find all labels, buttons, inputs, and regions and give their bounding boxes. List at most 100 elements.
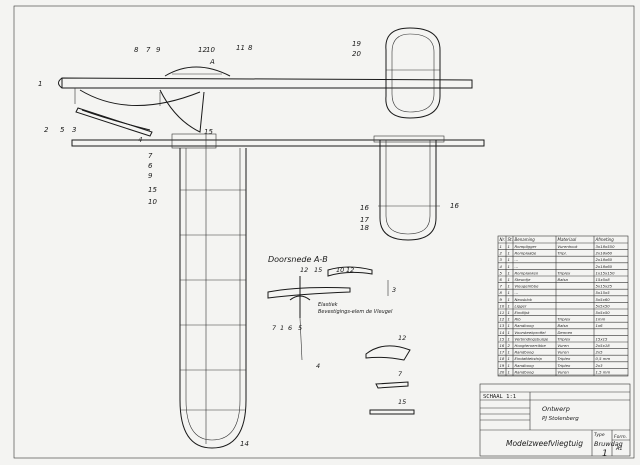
table-cell: 1 [508,297,510,302]
fin-outline [379,140,437,241]
table-cell: 1 [508,317,510,322]
table-cell: 1 [508,323,510,328]
table-cell: 15x5x8 [596,277,611,282]
table-cell: 1 [508,270,510,275]
table-cell: Voorsteekprofiel [515,330,547,335]
format-value: A1 [615,446,623,452]
table-cell: 1 [508,330,510,335]
rib-profile-15 [369,409,415,415]
section-title: Doorsnede A-B [268,255,328,264]
table-cell: ... [515,290,519,295]
table-cell: Balsa [558,277,569,282]
table-cell: Romplaatje [515,251,537,256]
table-cell: Vurenhout [558,244,578,249]
label-12: 12 [198,46,207,54]
parts-header-cell: Afmeting [595,237,615,242]
table-cell: 2x18x60 [596,251,613,256]
table-cell: 9 [500,297,503,302]
label-18: 18 [360,224,369,232]
table-cell: 1 [508,310,510,315]
wing-root [171,133,217,149]
table-cell: 1 [508,244,510,249]
table-cell: Rompligger [515,244,537,249]
table-cell: ... [515,264,519,269]
parts-header-cell: Materiaal [558,237,578,242]
table-cell: 1x15x150 [596,270,616,275]
skid-outline [75,107,153,137]
table-cell: Vuren [558,369,570,374]
section-label-12: 12 [300,266,308,274]
table-cell: 1 [508,277,510,282]
table-cell: 8 [500,290,503,295]
table-cell: 1,5 mm [596,369,611,374]
type-label: Type [594,432,605,438]
title-block-grid [480,407,530,421]
wing-panel [179,148,247,449]
rib-profiles [365,345,415,415]
table-cell: Rib [515,317,522,322]
wing-ribs [180,189,246,411]
rib-label-7: 7 [398,370,403,378]
table-cell: 1 [508,336,510,341]
table-cell: 2x18x60 [596,264,613,269]
table-cell: 4 [500,264,503,269]
label-7: 7 [146,46,151,54]
table-cell: 19 [500,363,505,368]
table-cell: Randboog [515,363,535,368]
label-14: 14 [240,440,249,448]
label-11: 11 [236,44,245,52]
label-1: 1 [38,80,42,88]
parts-header-cell: Benaming [515,237,536,242]
parts-header-cell: St. [508,237,513,242]
table-cell: 2x5 [596,350,604,355]
table-cell: Triplex [558,336,571,341]
section-label-5: 5 [298,324,302,332]
label-5: 5 [60,126,65,134]
fuselage-boom [61,77,473,89]
part-labels: 1 2 5 3 4 8 7 9 12 10 11 8 A 15 7 6 9 15… [38,40,459,448]
wing-pylon [164,66,231,77]
section-elastic [289,295,311,301]
table-cell: 14 [500,330,505,335]
company-line2: PJ Stolenberg [542,416,579,422]
label-19: 19 [352,40,361,48]
table-cell: Dennen [558,330,573,335]
section-rod [299,317,303,361]
section-labels: Doorsnede A-B 12 15 10 12 7 1 6 5 4 3 El… [268,255,406,406]
table-cell: Triplex [558,363,571,368]
table-cell: 2x18x60 [596,257,613,262]
company-name: Ontwerp [542,405,570,413]
section-rib-sketch [327,266,373,277]
label-20: 20 [352,50,361,58]
label-10b: 10 [148,198,157,206]
label-10: 10 [206,46,215,54]
table-cell: Steuntje [515,277,532,282]
table-cell: 1x6 [596,323,604,328]
table-cell: 7 [500,284,503,289]
table-cell: Randboog [515,369,535,374]
table-cell: 18 [500,356,505,361]
keel-fin [159,89,205,133]
table-cell: 10 [500,303,505,308]
type-value: Bruwdag [594,440,623,448]
table-cell: 17 [500,350,505,355]
tailplane-outline [385,27,441,119]
label-17: 17 [360,216,369,224]
table-cell: 13 [500,323,505,328]
table-cell: 5x5x50 [596,310,611,315]
table-cell: Ligger [515,303,527,308]
table-cell: Randboog [515,350,535,355]
